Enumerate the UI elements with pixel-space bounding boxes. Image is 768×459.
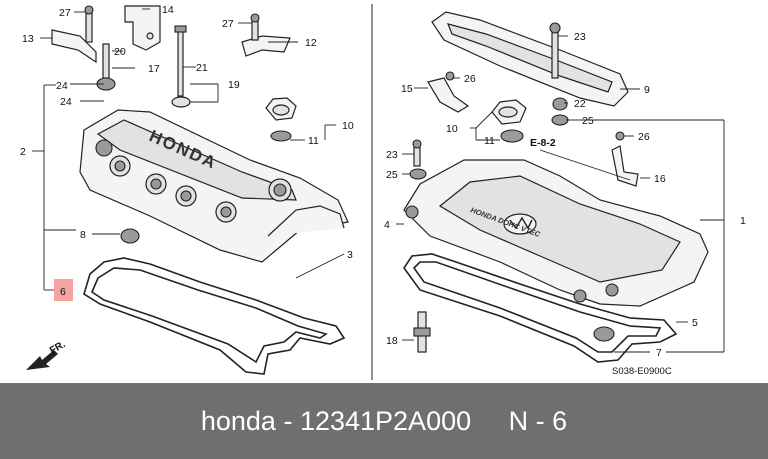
oil-cap-right xyxy=(491,99,527,143)
callout-24a: 24 xyxy=(56,80,68,92)
oil-cap-10 xyxy=(265,97,297,142)
callout-9: 9 xyxy=(644,84,650,96)
callout-18: 18 xyxy=(386,335,398,347)
callout-19: 19 xyxy=(228,79,240,91)
callout-26a: 26 xyxy=(464,73,476,85)
part-footer-bar: honda - 12341P2A000 N - 6 xyxy=(0,383,768,459)
callout-25a: 25 xyxy=(582,115,594,127)
callout-4: 4 xyxy=(384,219,390,231)
grommet-7 xyxy=(593,326,615,342)
callout-15: 15 xyxy=(401,83,413,95)
top-cover-9 xyxy=(431,11,629,107)
valve-cover-left: HONDA xyxy=(79,109,349,263)
reference-e-8-2: E-8-2 xyxy=(530,137,556,149)
callout-10a: 10 xyxy=(342,120,354,132)
footer-position: N - 6 xyxy=(508,405,568,436)
parts-diagram: HONDA 27 14 13 20 17 27 12 21 xyxy=(20,4,746,380)
left-leader-lines xyxy=(32,8,345,291)
callout-22: 22 xyxy=(574,98,586,110)
callout-8: 8 xyxy=(80,229,86,241)
diagram-code: S038-E0900C xyxy=(612,366,672,377)
highlighted-position-box xyxy=(54,279,73,301)
callout-17: 17 xyxy=(148,63,160,75)
callout-20: 20 xyxy=(114,46,126,58)
callout-26b: 26 xyxy=(638,131,650,143)
grommet-8 xyxy=(120,228,140,244)
right-leader-lines xyxy=(396,35,725,353)
callout-5: 5 xyxy=(692,317,698,329)
stud-18 xyxy=(413,311,431,353)
callout-23a: 23 xyxy=(574,31,586,43)
gasket-right xyxy=(403,253,678,363)
grommet-23-25 xyxy=(409,139,427,180)
footer-brand: honda xyxy=(200,405,276,436)
callout-12: 12 xyxy=(305,37,317,49)
stud-21 xyxy=(171,25,191,108)
front-arrow: FR. xyxy=(26,339,68,370)
bracket-13 xyxy=(51,5,97,64)
callout-27a: 27 xyxy=(59,7,71,19)
bracket-14 xyxy=(124,5,161,51)
callout-27b: 27 xyxy=(222,18,234,30)
callout-11b: 11 xyxy=(484,135,495,147)
callout-21: 21 xyxy=(196,62,208,74)
valve-cover-right: HONDA DOHC VTEC xyxy=(403,159,709,307)
callout-11a: 11 xyxy=(308,135,319,147)
gasket-left xyxy=(83,257,346,375)
callout-24b: 24 xyxy=(60,96,72,108)
callout-7: 7 xyxy=(656,347,662,359)
callout-25b: 25 xyxy=(386,169,398,181)
callout-13: 13 xyxy=(22,33,34,45)
callout-1: 1 xyxy=(740,215,746,227)
callout-6: 6 xyxy=(60,286,66,298)
callout-23b: 23 xyxy=(386,149,398,161)
bracket-15 xyxy=(427,71,470,113)
front-arrow-label: FR. xyxy=(48,339,68,357)
callout-10b: 10 xyxy=(446,123,458,135)
footer-dash: - xyxy=(283,405,293,436)
callout-3: 3 xyxy=(347,249,353,261)
footer-part-number: 12341P2A000 xyxy=(299,405,472,436)
callout-16: 16 xyxy=(654,173,666,185)
bracket-12 xyxy=(241,13,291,57)
callout-14: 14 xyxy=(162,4,174,16)
grommet-22-23 xyxy=(549,22,569,126)
callout-2: 2 xyxy=(20,146,26,158)
